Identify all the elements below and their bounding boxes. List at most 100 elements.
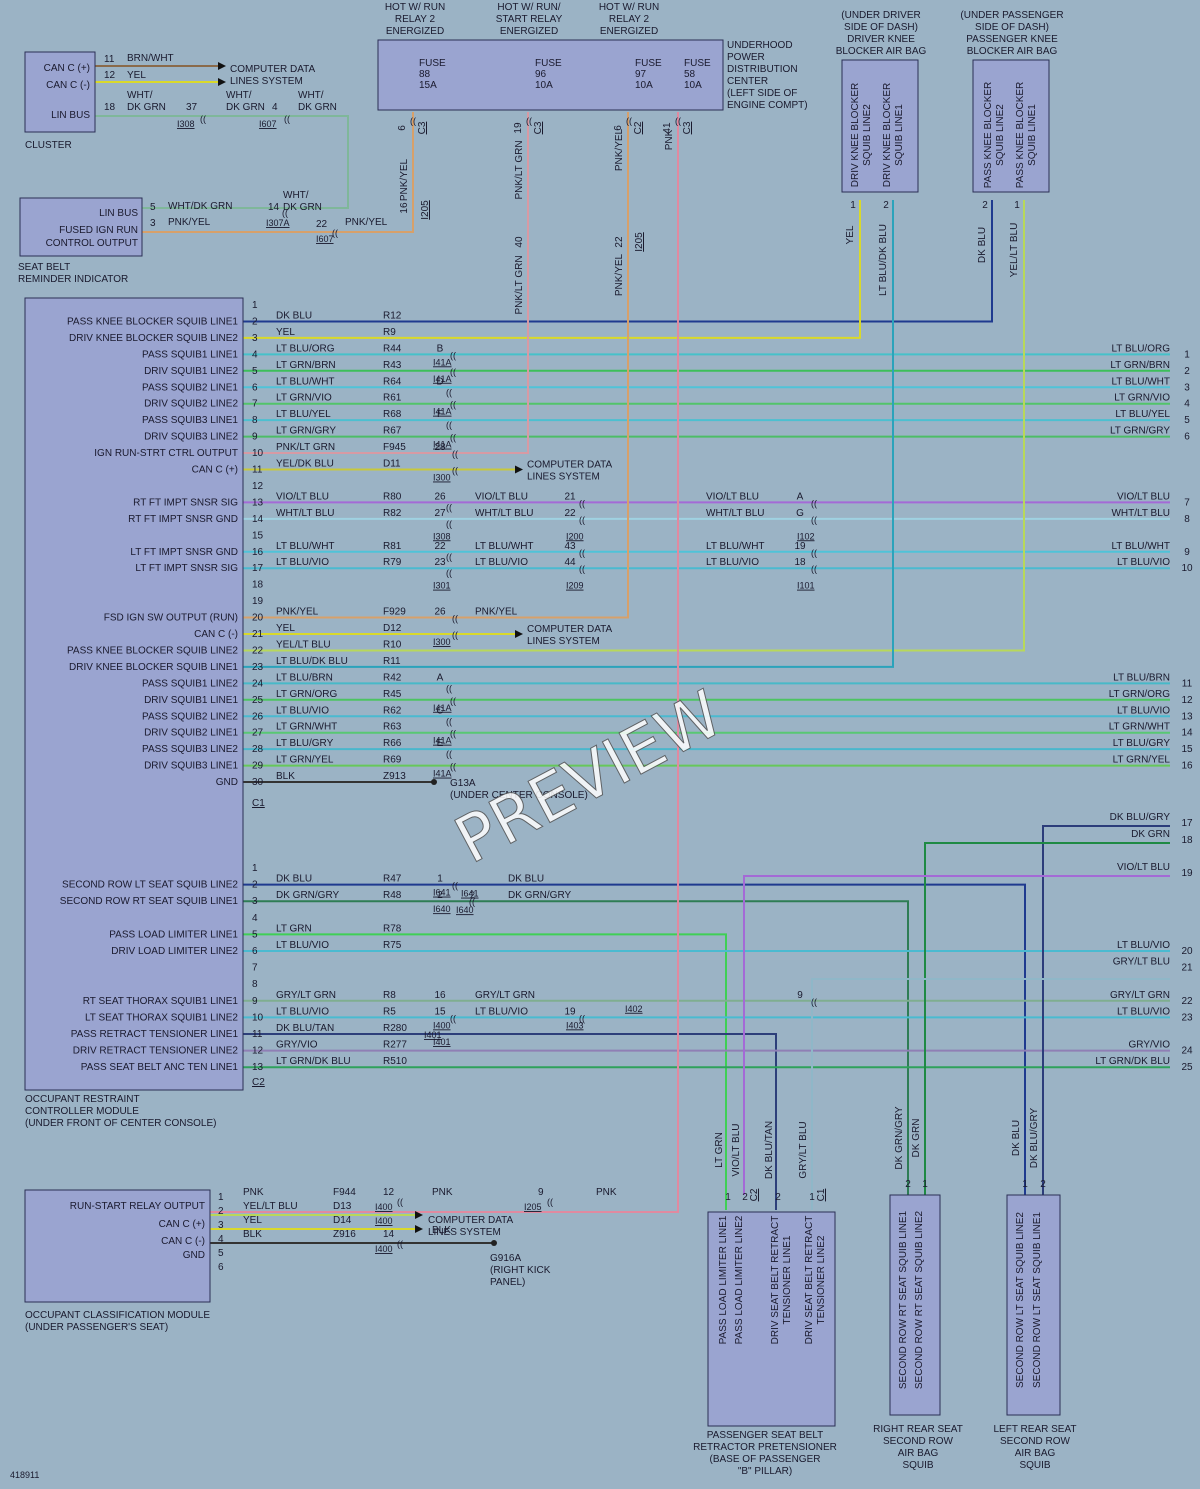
knee-pin-name: PASS KNEE BLOCKERSQUIB LINE2 — [983, 82, 1006, 189]
connector-symbol: (( — [452, 466, 458, 476]
cavity-number: 2 — [470, 890, 475, 900]
ref-number: 4 — [1184, 399, 1190, 410]
connector-id: I41A — [433, 374, 452, 384]
cavity-number: 15 — [434, 1006, 446, 1017]
ref-number: 7 — [1184, 497, 1190, 508]
circuit-id: R280 — [383, 1023, 407, 1034]
cluster-module — [24, 51, 96, 133]
ref-number: 5 — [1184, 415, 1190, 426]
ref-number: 16 — [1181, 761, 1193, 772]
cavity-number: 40 — [514, 236, 525, 248]
cavity-number: 2 — [742, 1192, 748, 1203]
ref-number: 12 — [1181, 695, 1193, 706]
orc-pin-number: 16 — [252, 547, 264, 558]
cavity-number: 6 — [397, 125, 408, 131]
orc-pin-number: 23 — [252, 662, 264, 673]
orc-pin-number: 2 — [252, 316, 258, 327]
wire-color-label: DK GRN/GRY — [276, 890, 339, 901]
wire-color-label: LT BLU/WHT — [1111, 376, 1170, 387]
circuit-id: R5 — [383, 1006, 396, 1017]
knee-pin-name: DRIV KNEE BLOCKERSQUIB LINE1 — [882, 83, 905, 187]
connector-symbol: (( — [282, 208, 288, 218]
connector-id: I101 — [797, 581, 815, 591]
connector-symbol: (( — [579, 564, 585, 574]
cavity-number: 14 — [383, 1229, 395, 1240]
connector-symbol: (( — [450, 433, 456, 443]
cavity-number: 2 — [437, 890, 443, 901]
orc-pin-number: 12 — [252, 1046, 264, 1057]
ocm-pin-number: 5 — [218, 1248, 224, 1259]
wire-color-label: LT BLU/WHT — [475, 541, 534, 552]
wire-color-label: LT GRN/DK BLU — [1095, 1056, 1170, 1067]
pretensioner-pin-name: DRIV SEAT BELT RETRACTTENSIONER LINE1 — [770, 1216, 793, 1345]
connector-symbol: (( — [452, 881, 458, 891]
ground-label: G13A(UNDER CENTER CONSOLE) — [450, 778, 588, 801]
wire-color-label: WHT/LT BLU — [1111, 508, 1170, 519]
wire-color-label: LT BLU/VIO — [706, 557, 759, 568]
wire-color-label: BLK — [243, 1229, 262, 1240]
connector-id: C2 — [633, 121, 644, 134]
wire-color-label: YEL/LT BLU — [1009, 223, 1020, 278]
wire-color-label: YEL/LT BLU — [243, 1201, 298, 1212]
circuit-id: R10 — [383, 639, 402, 650]
cavity-number: 1 — [922, 1179, 928, 1190]
underhood-pdc — [377, 39, 724, 111]
connector-id: I300 — [433, 637, 451, 647]
connector-symbol: (( — [450, 696, 456, 706]
orc-pin-number: 25 — [252, 695, 264, 706]
connector-symbol: (( — [579, 515, 585, 525]
connector-symbol: (( — [397, 1197, 403, 1207]
orc-pin-name: LT FT IMPT SNSR SIG — [135, 563, 238, 574]
wire-color-label: LT BLU/ORG — [276, 343, 335, 354]
orc-c2-connector: C2 — [252, 1077, 265, 1088]
orc-pin-number: 9 — [252, 432, 258, 443]
connector-symbol: (( — [397, 1239, 403, 1249]
wire-ref-19 — [743, 875, 1170, 1195]
orc-pin-number: 28 — [252, 744, 264, 755]
ground-icon — [491, 1240, 497, 1246]
ref-number: 8 — [1184, 514, 1190, 525]
circuit-id: R68 — [383, 409, 402, 420]
wire-color-label: LT BLU/VIO — [276, 1006, 329, 1017]
circuit-id: D12 — [383, 623, 402, 634]
wire-color-label: YEL — [845, 225, 856, 244]
wire-color-label: PNK/LT GRN — [514, 140, 525, 199]
cavity-number: 2 — [883, 200, 889, 211]
connector-id: I307A — [266, 218, 290, 228]
wire-pass-load-limiter — [243, 933, 727, 1210]
wire-color-label: LT BLU/WHT — [276, 376, 335, 387]
wire-color-label: PNK/LT GRN — [514, 255, 525, 314]
seat-belt-reminder-module — [19, 197, 143, 257]
cavity-number: E — [437, 738, 444, 749]
circuit-id: R510 — [383, 1056, 407, 1067]
wire-color-label: LT GRN/GRY — [276, 426, 336, 437]
wire-color-label: DK BLU/TAN — [764, 1121, 775, 1179]
circuit-id: R66 — [383, 738, 402, 749]
orc-pin-name: IGN RUN-STRT CTRL OUTPUT — [94, 448, 238, 459]
orc-pin-number: 13 — [252, 497, 264, 508]
connector-id: C1 — [816, 1188, 827, 1201]
wire-color-label: LT BLU/GRY — [1113, 738, 1171, 749]
wire-color-label: WHT/LT BLU — [475, 508, 534, 519]
wire-color-label: YEL/DK BLU — [276, 459, 334, 470]
circuit-id: R11 — [383, 656, 401, 667]
ocm-pin-name: CAN C (-) — [161, 1236, 205, 1247]
connector-symbol: (( — [811, 498, 817, 508]
wire-color-label: LT BLU/VIO — [1117, 557, 1170, 568]
wire-color-label: LT BLU/VIO — [1117, 1006, 1170, 1017]
ref-number: 3 — [1184, 382, 1190, 393]
ref-number: 10 — [1181, 563, 1193, 574]
wire-color-label: PNK/YEL — [614, 128, 625, 171]
wire-color-label: DK BLU — [977, 227, 988, 263]
wire-ref-17 — [1042, 825, 1170, 1195]
connector-symbol: (( — [450, 367, 456, 377]
connector-symbol: (( — [284, 114, 290, 124]
